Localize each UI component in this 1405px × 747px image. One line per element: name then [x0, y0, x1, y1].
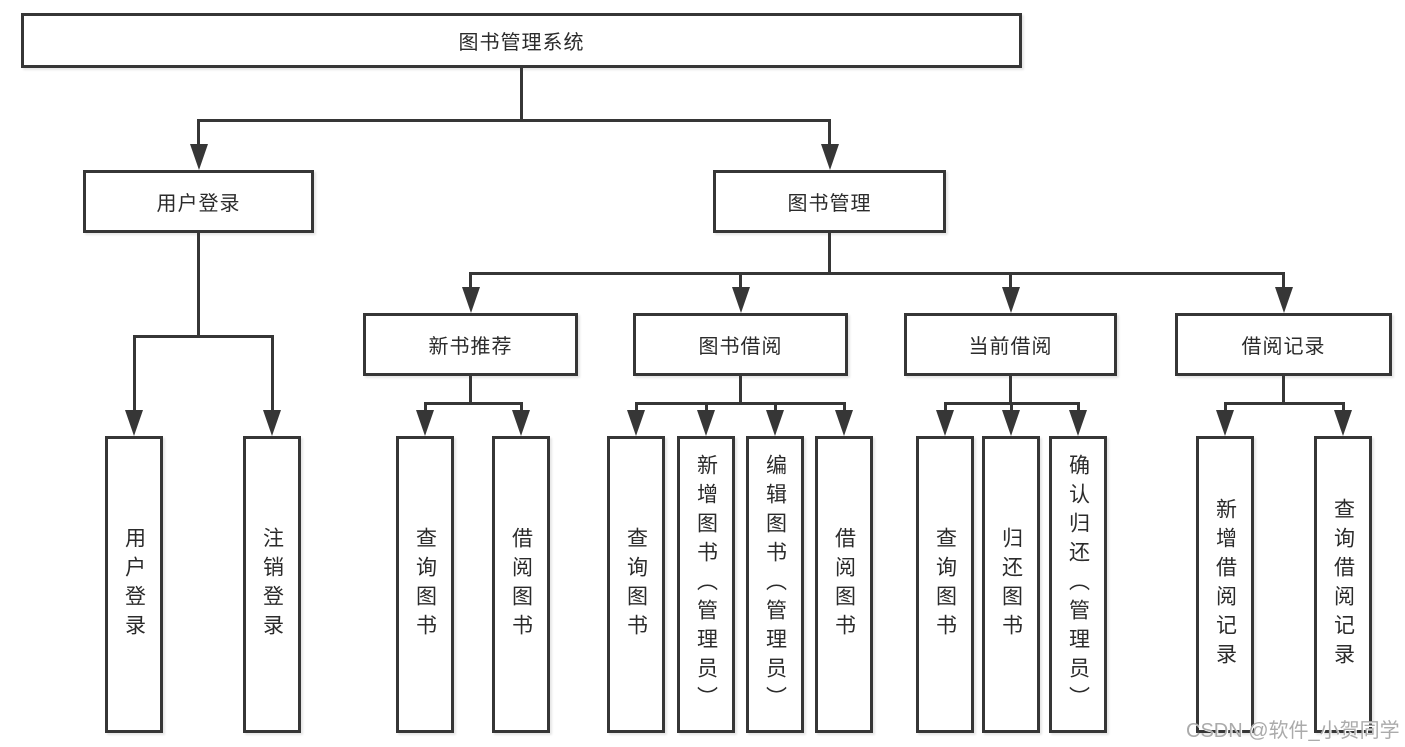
connector-root-stem [520, 68, 523, 119]
arrow-down-icon [936, 410, 954, 436]
arrow-down-icon [189, 144, 208, 170]
connector-borrow-records-rail [1223, 402, 1344, 405]
node-label: 图书借阅 [698, 336, 783, 358]
node-label: 查询图书 [933, 526, 957, 643]
node-label: 注销登录 [260, 526, 284, 643]
connector-drop-book-mgmt [828, 119, 831, 147]
csdn-watermark: CSDN @软件_小贺同学 [1186, 720, 1400, 742]
arrow-down-icon [1274, 287, 1293, 313]
node-label: 编辑图书（管理员） [763, 454, 787, 715]
arrow-down-icon [461, 287, 480, 313]
connector-borrow-records-stem [1282, 376, 1285, 405]
connector-root-rail [197, 119, 831, 122]
connector-drop [423, 402, 427, 412]
leaf-user-login: 用户登录 [105, 436, 163, 733]
arrow-down-icon [125, 410, 143, 436]
node-label: 确认归还（管理员） [1066, 454, 1090, 715]
node-label: 借阅图书 [832, 526, 856, 643]
node-current-borrowing: 当前借阅 [904, 313, 1117, 376]
arrow-down-icon [263, 410, 281, 436]
connector-drop-user-login [197, 119, 200, 147]
leaf-borrow-books-recommend: 借阅图书 [492, 436, 550, 733]
node-new-book-recommend: 新书推荐 [363, 313, 578, 376]
leaf-add-books-admin: 新增图书（管理员） [677, 436, 735, 733]
node-label: 新书推荐 [428, 336, 513, 358]
arrow-down-icon [416, 410, 434, 436]
arrow-down-icon [627, 410, 645, 436]
node-label: 借阅记录 [1241, 336, 1326, 358]
leaf-logout: 注销登录 [243, 436, 301, 733]
arrow-down-icon [1069, 410, 1087, 436]
arrow-down-icon [835, 410, 853, 436]
leaf-query-books-current: 查询图书 [916, 436, 974, 733]
connector-drop [1076, 402, 1080, 412]
connector-book-borrow-rail [634, 402, 846, 405]
connector-drop-current-borrow [1009, 272, 1012, 288]
connector-drop-leaf-logout [270, 335, 274, 412]
node-label: 图书管理 [787, 193, 872, 215]
connector-user-login-stem [197, 233, 200, 336]
leaf-query-borrow-record: 查询借阅记录 [1314, 436, 1372, 733]
arrow-down-icon [1334, 410, 1352, 436]
connector-drop [519, 402, 523, 412]
connector-drop [842, 402, 846, 412]
arrow-down-icon [820, 144, 839, 170]
leaf-query-books: 查询图书 [607, 436, 665, 733]
leaf-borrow-books: 借阅图书 [815, 436, 873, 733]
node-label: 查询图书 [624, 526, 648, 643]
node-book-management: 图书管理 [713, 170, 946, 233]
leaf-edit-books-admin: 编辑图书（管理员） [746, 436, 804, 733]
connector-drop [1009, 402, 1013, 412]
node-label: 用户登录 [156, 193, 241, 215]
node-library-system: 图书管理系统 [21, 13, 1022, 68]
arrow-down-icon [731, 287, 750, 313]
connector-drop [943, 402, 947, 412]
connector-drop-leaf-login [132, 335, 136, 412]
arrow-down-icon [766, 410, 784, 436]
connector-user-login-rail [132, 335, 274, 338]
node-label: 查询图书 [413, 526, 437, 643]
node-borrow-records: 借阅记录 [1175, 313, 1392, 376]
connector-new-books-stem [469, 376, 472, 405]
connector-drop [1223, 402, 1227, 412]
leaf-query-books-recommend: 查询图书 [396, 436, 454, 733]
node-label: 当前借阅 [968, 336, 1053, 358]
connector-book-borrow-stem [739, 376, 742, 405]
connector-drop [1341, 402, 1345, 412]
arrow-down-icon [1216, 410, 1234, 436]
leaf-return-books: 归还图书 [982, 436, 1040, 733]
node-user-login: 用户登录 [83, 170, 314, 233]
node-label: 查询借阅记录 [1331, 497, 1355, 672]
connector-current-borrow-stem [1009, 376, 1012, 405]
leaf-confirm-return-admin: 确认归还（管理员） [1049, 436, 1107, 733]
connector-new-books-rail [423, 402, 523, 405]
node-book-borrowing: 图书借阅 [633, 313, 848, 376]
leaf-add-borrow-record: 新增借阅记录 [1196, 436, 1254, 733]
node-label: 新增图书（管理员） [694, 454, 718, 715]
connector-drop-book-borrow [739, 272, 742, 288]
connector-drop-new-books [469, 272, 472, 288]
arrow-down-icon [512, 410, 530, 436]
connector-drop [773, 402, 777, 412]
connector-drop [634, 402, 638, 412]
connector-drop-borrow-records [1282, 272, 1285, 288]
node-label: 新增借阅记录 [1213, 497, 1237, 672]
arrow-down-icon [1002, 410, 1020, 436]
connector-book-mgmt-stem [828, 233, 831, 272]
node-label: 图书管理系统 [458, 32, 585, 54]
connector-drop [704, 402, 708, 412]
arrow-down-icon [697, 410, 715, 436]
node-label: 归还图书 [999, 526, 1023, 643]
arrow-down-icon [1001, 287, 1020, 313]
connector-book-mgmt-rail [469, 272, 1285, 275]
node-label: 借阅图书 [509, 526, 533, 643]
node-label: 用户登录 [122, 526, 146, 643]
